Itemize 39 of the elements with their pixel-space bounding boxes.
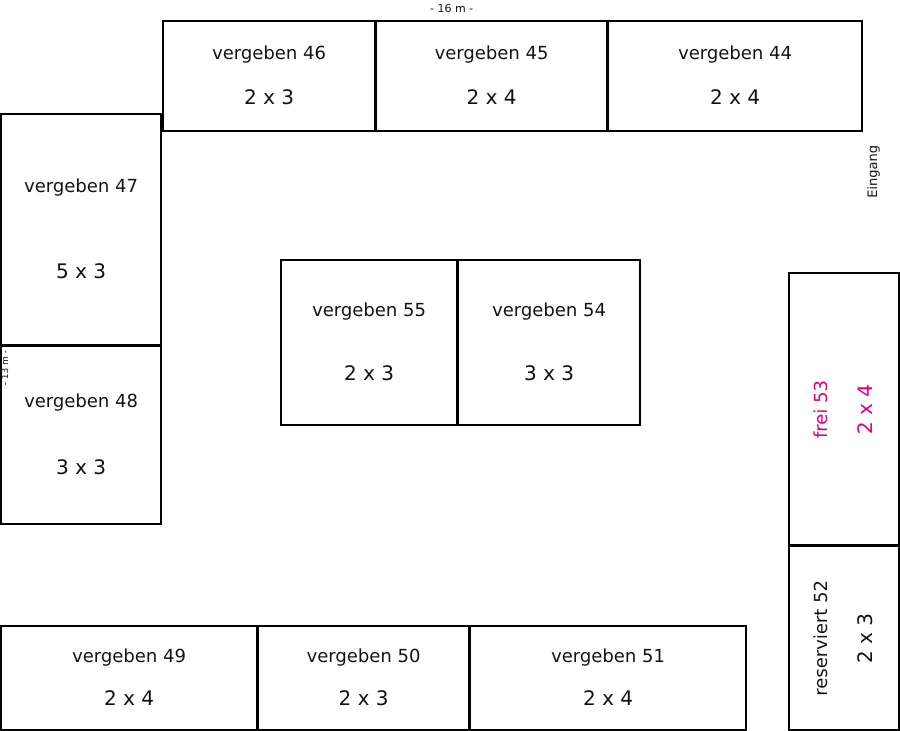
booth-size: 2 x 4: [466, 85, 516, 109]
booth-label: vergeben 49: [72, 646, 186, 667]
booth-label: reserviert 52: [811, 580, 832, 696]
booth-label: vergeben 47: [24, 176, 138, 198]
booth-box: [469, 625, 747, 731]
dimension-label: - 13 m -: [1, 350, 11, 386]
booth-size: 3 x 3: [56, 455, 106, 480]
booth-label: vergeben 44: [678, 43, 792, 64]
booth-label: vergeben 50: [306, 646, 420, 667]
booth-size: 5 x 3: [56, 258, 106, 283]
entrance-label: Eingang: [866, 145, 881, 198]
booth-label: vergeben 48: [24, 390, 138, 412]
booth-size: 2 x 3: [853, 613, 877, 663]
booth-size: 2 x 4: [583, 686, 633, 710]
booth-label: vergeben 45: [434, 43, 548, 64]
booth-size: 2 x 3: [344, 360, 394, 385]
booth-label: vergeben 46: [212, 43, 326, 64]
booth-box: [280, 259, 458, 426]
booth-box: [0, 345, 162, 525]
booth-box: [457, 259, 641, 426]
booth-size: 3 x 3: [524, 360, 574, 385]
booth-label: vergeben 51: [551, 646, 665, 667]
booth-box: [788, 272, 900, 546]
booth-label: frei 53: [811, 380, 832, 438]
booth-label: vergeben 54: [492, 300, 606, 322]
booth-box: [0, 113, 162, 346]
booth-size: 2 x 4: [104, 686, 154, 710]
booth-box: [257, 625, 470, 731]
booth-box: [0, 625, 258, 731]
booth-box: [162, 20, 376, 132]
booth-size: 2 x 3: [338, 686, 388, 710]
booth-size: 2 x 4: [710, 85, 760, 109]
booth-box: [788, 545, 900, 731]
booth-box: [607, 20, 863, 132]
booth-size: 2 x 4: [853, 384, 877, 434]
dimension-label: - 16 m -: [430, 2, 474, 15]
booth-label: vergeben 55: [312, 300, 426, 322]
booth-box: [375, 20, 608, 132]
booth-size: 2 x 3: [244, 85, 294, 109]
